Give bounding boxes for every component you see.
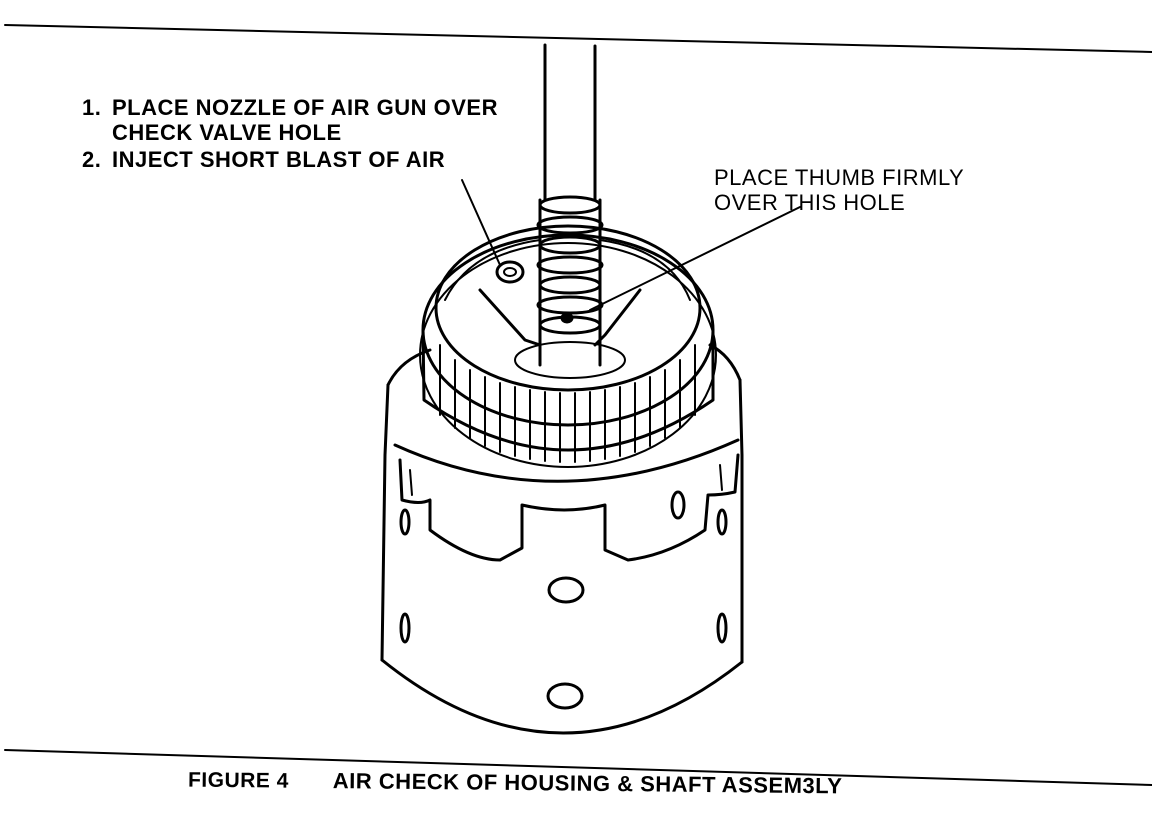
thumb-note-line2: OVER THIS HOLE	[714, 190, 906, 215]
top-rule	[4, 24, 1152, 53]
leader-thumb	[589, 206, 801, 311]
bottom-rule	[4, 749, 1152, 786]
instruction-1-cont: CHECK VALVE HOLE	[112, 120, 342, 145]
housing-hole-right	[670, 490, 686, 520]
shaft	[536, 43, 604, 367]
instruction-1-number: 1.	[82, 95, 102, 120]
housing-hole-lower	[546, 682, 584, 710]
thumb-hole	[560, 312, 574, 324]
figure-number: FIGURE 4	[187, 768, 289, 793]
instruction-2: 2. INJECT SHORT BLAST OF AIR	[82, 147, 445, 173]
instruction-2-number: 2.	[82, 147, 102, 172]
drum-housing	[380, 343, 744, 735]
instruction-2-line1: INJECT SHORT BLAST OF AIR	[112, 147, 446, 172]
leader-valve	[461, 179, 501, 266]
figure-title: AIR CHECK OF HOUSING & SHAFT ASSEM3LY	[332, 768, 843, 799]
thumb-note-line1: PLACE THUMB FIRMLY	[714, 165, 965, 190]
instruction-1-line1: PLACE NOZZLE OF AIR GUN OVER	[112, 95, 498, 120]
splined-ring	[419, 224, 717, 468]
housing-hole-upper	[547, 576, 585, 604]
check-valve-hole	[495, 260, 525, 284]
instruction-1: 1. PLACE NOZZLE OF AIR GUN OVER	[82, 95, 498, 121]
